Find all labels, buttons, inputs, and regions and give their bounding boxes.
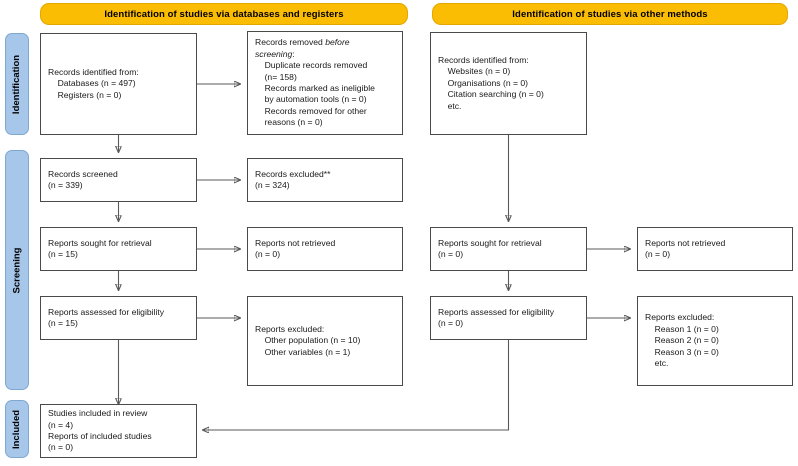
box-studies-included: Studies included in review (n = 4) Repor… bbox=[40, 404, 197, 458]
box-reports-excluded-right-text: Reports excluded: Reason 1 (n = 0) Reaso… bbox=[645, 312, 719, 369]
box-reports-not-retrieved-right: Reports not retrieved (n = 0) bbox=[637, 227, 793, 271]
box-records-screened-text: Records screened (n = 339) bbox=[48, 168, 118, 190]
header-label-right: Identification of studies via other meth… bbox=[512, 8, 708, 20]
box-studies-included-text: Studies included in review (n = 4) Repor… bbox=[48, 408, 152, 453]
box-records-identified: Records identified from: Databases (n = … bbox=[40, 33, 197, 135]
box-reports-not-retrieved-right-text: Reports not retrieved (n = 0) bbox=[645, 237, 726, 259]
box-records-identified-other-text: Records identified from: Websites (n = 0… bbox=[438, 54, 544, 111]
box-reports-sought-right: Reports sought for retrieval (n = 0) bbox=[430, 227, 587, 271]
box-records-excluded: Records excluded** (n = 324) bbox=[247, 158, 403, 202]
box-reports-sought-left-text: Reports sought for retrieval (n = 15) bbox=[48, 237, 152, 259]
phase-tab-included: Included bbox=[5, 400, 29, 458]
box-reports-assessed-left: Reports assessed for eligibility (n = 15… bbox=[40, 296, 197, 340]
box-reports-assessed-right-text: Reports assessed for eligibility (n = 0) bbox=[438, 306, 555, 328]
records-removed-rest: : Duplicate records removed (n= 158) Rec… bbox=[264, 48, 375, 128]
header-label-left: Identification of studies via databases … bbox=[104, 8, 344, 20]
box-records-screened: Records screened (n = 339) bbox=[40, 158, 197, 202]
phase-tab-screening: Screening bbox=[5, 150, 29, 390]
box-reports-excluded-left: Reports excluded: Other population (n = … bbox=[247, 296, 403, 386]
box-records-removed-text: Records removed before screening: Duplic… bbox=[255, 37, 375, 128]
box-reports-sought-left: Reports sought for retrieval (n = 15) bbox=[40, 227, 197, 271]
box-reports-assessed-left-text: Reports assessed for eligibility (n = 15… bbox=[48, 306, 165, 328]
box-reports-excluded-left-text: Reports excluded: Other population (n = … bbox=[255, 323, 361, 357]
box-records-identified-text: Records identified from: Databases (n = … bbox=[48, 66, 139, 100]
box-reports-not-retrieved-left: Reports not retrieved (n = 0) bbox=[247, 227, 403, 271]
box-records-removed-before-screening: Records removed before screening: Duplic… bbox=[247, 31, 403, 135]
records-removed-lead: Records removed bbox=[255, 37, 326, 48]
box-reports-not-retrieved-left-text: Reports not retrieved (n = 0) bbox=[255, 237, 336, 259]
box-records-excluded-text: Records excluded** (n = 324) bbox=[255, 168, 331, 190]
box-reports-sought-right-text: Reports sought for retrieval (n = 0) bbox=[438, 237, 542, 259]
header-bar-databases-registers: Identification of studies via databases … bbox=[40, 3, 408, 25]
box-records-identified-other: Records identified from: Websites (n = 0… bbox=[430, 32, 587, 135]
records-removed-em-screening: screening bbox=[255, 48, 293, 59]
header-bar-other-methods: Identification of studies via other meth… bbox=[432, 3, 788, 25]
records-removed-em-before: before bbox=[325, 37, 350, 48]
box-reports-excluded-right: Reports excluded: Reason 1 (n = 0) Reaso… bbox=[637, 296, 793, 386]
box-reports-assessed-right: Reports assessed for eligibility (n = 0) bbox=[430, 296, 587, 340]
phase-tab-identification: Identification bbox=[5, 33, 29, 135]
